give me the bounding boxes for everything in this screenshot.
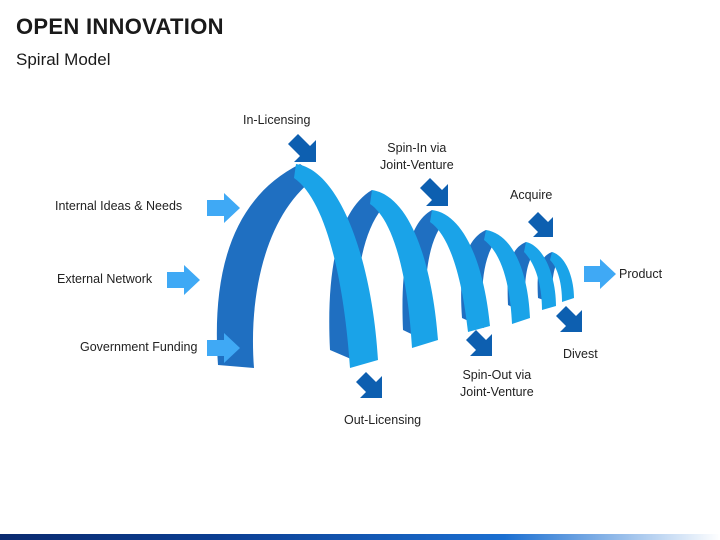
label-acquire: Acquire	[510, 188, 553, 202]
label-spin-out: Spin-Out via Joint-Venture	[460, 368, 534, 399]
label-in-licensing: In-Licensing	[243, 113, 311, 127]
label-internal-ideas: Internal Ideas & Needs	[55, 199, 183, 213]
spiral-band-1-front	[294, 164, 378, 368]
label-product: Product	[619, 267, 663, 281]
spiral-band-3-front	[430, 210, 490, 332]
arrow-government-funding-icon	[207, 333, 240, 363]
footer-accent-bar	[0, 534, 720, 540]
label-spin-in: Spin-In via Joint-Venture	[380, 141, 454, 172]
spiral-front-bands	[294, 164, 574, 368]
arrow-spin-in-icon	[420, 178, 448, 206]
arrow-divest-icon	[556, 306, 582, 332]
arrow-in-licensing-icon	[288, 134, 316, 162]
arrow-internal-ideas-icon	[207, 193, 240, 223]
slide-subtitle: Spiral Model	[16, 50, 111, 69]
arrow-acquire-icon	[528, 212, 553, 237]
spiral-band-6-front	[550, 252, 574, 302]
spiral-band-4-front	[484, 230, 530, 324]
label-external-network: External Network	[57, 272, 153, 286]
label-government-funding: Government Funding	[80, 340, 198, 354]
arrow-spin-out-icon	[466, 330, 492, 356]
arrow-external-network-icon	[167, 265, 200, 295]
spiral-band-5-front	[524, 242, 556, 310]
arrow-product-icon	[584, 259, 616, 289]
spiral-band-2-front	[370, 190, 438, 348]
label-out-licensing: Out-Licensing	[344, 413, 422, 427]
slide-title: OPEN INNOVATION	[16, 14, 224, 39]
label-divest: Divest	[563, 347, 598, 361]
spiral-band-1-back	[216, 164, 318, 368]
arrow-out-licensing-icon	[356, 372, 382, 398]
